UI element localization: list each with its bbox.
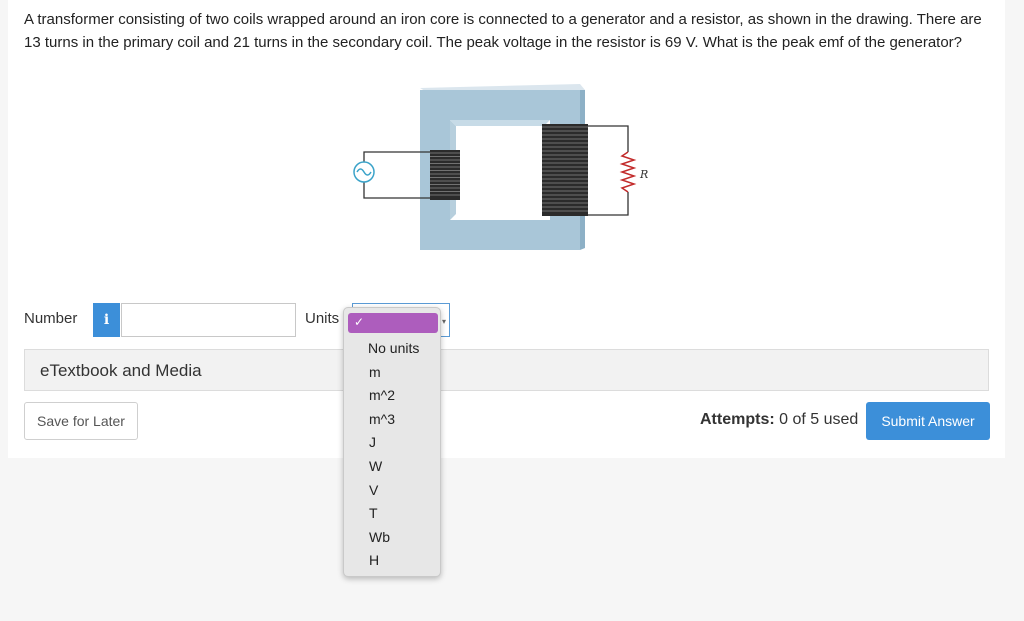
resistor-label: R — [639, 168, 648, 181]
units-option-m3[interactable]: m^3 — [369, 410, 396, 427]
transformer-figure: R — [340, 80, 670, 255]
checkmark-icon: ✓ — [354, 315, 365, 329]
units-options-list: No units m m^2 m^3 J W V T Wb H — [344, 337, 440, 573]
units-dropdown-menu[interactable]: ✓ No units m m^2 m^3 J W V T Wb H — [343, 307, 441, 577]
number-input[interactable] — [121, 303, 296, 337]
number-label: Number — [24, 310, 78, 327]
secondary-coil — [542, 124, 588, 216]
units-option-m[interactable]: m — [369, 363, 381, 380]
transformer-diagram: R — [353, 84, 648, 250]
units-label: Units — [305, 310, 340, 327]
etextbook-media-panel[interactable]: eTextbook and Media — [24, 349, 989, 391]
window-bevel-top — [450, 120, 550, 126]
dropdown-selected-row[interactable]: ✓ — [348, 313, 438, 333]
submit-answer-button[interactable]: Submit Answer — [866, 402, 990, 440]
chevron-down-icon: ▾ — [441, 317, 446, 326]
attempts-prefix: Attempts: — [700, 411, 775, 428]
units-option-wb[interactable]: Wb — [369, 528, 390, 545]
units-option-v[interactable]: V — [369, 481, 379, 498]
primary-coil — [430, 150, 460, 200]
resistor-icon — [619, 151, 637, 193]
units-option-j[interactable]: J — [369, 434, 376, 451]
units-option-h[interactable]: H — [369, 552, 380, 569]
question-text: A transformer consisting of two coils wr… — [24, 11, 982, 51]
secondary-wire-top — [588, 125, 629, 152]
core-window — [450, 120, 550, 220]
secondary-wire-bottom — [588, 192, 629, 216]
ac-wave-icon — [356, 168, 372, 176]
attempts-count: 0 of 5 used — [779, 411, 859, 428]
save-for-later-button[interactable]: Save for Later — [24, 402, 138, 440]
units-option-no-units[interactable]: No units — [368, 340, 420, 356]
info-icon[interactable]: i — [93, 303, 120, 337]
units-option-t[interactable]: T — [369, 505, 378, 522]
units-option-m2[interactable]: m^2 — [369, 387, 396, 404]
attempts-counter: Attempts: 0 of 5 used — [700, 411, 858, 429]
units-option-w[interactable]: W — [369, 457, 383, 474]
